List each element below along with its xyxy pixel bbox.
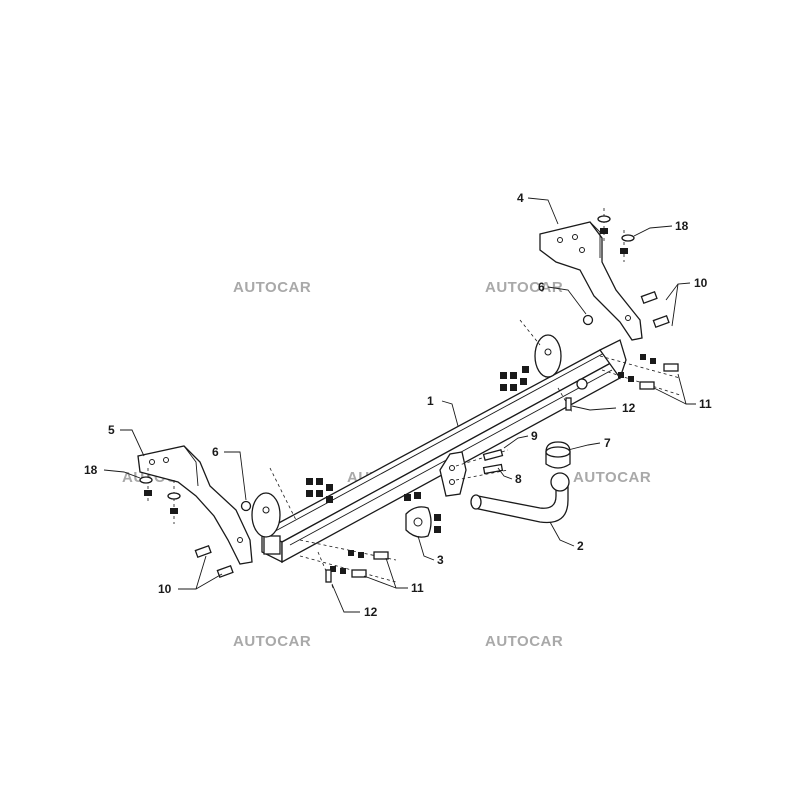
watermark: AUTOCAR: [573, 469, 652, 486]
callout-11-right: 11: [699, 397, 712, 411]
callout-leaders: [103, 197, 696, 613]
watermark: AUTOCAR: [485, 279, 564, 296]
callout-8: 8: [515, 472, 522, 486]
callout-12-left: 12: [364, 605, 378, 619]
left-bracket-part: [137, 445, 253, 565]
callout-6-right: 6: [538, 280, 545, 294]
bracket-4-fasteners: [582, 208, 635, 326]
callout-10-left: 10: [158, 582, 172, 596]
right-mount-plate: [534, 334, 588, 390]
left-nut-cluster: [269, 467, 333, 521]
left-bolt-12: [317, 551, 335, 591]
callout-3: 3: [437, 553, 444, 567]
callout-10-right: 10: [694, 276, 708, 290]
callout-4: 4: [517, 191, 524, 205]
watermark: AUTOCAR: [485, 633, 564, 650]
callout-18-right: 18: [675, 219, 689, 233]
center-mount: [439, 451, 467, 497]
right-bolts-11: [599, 354, 681, 396]
callout-9: 9: [531, 429, 538, 443]
ball-arm-part: [470, 472, 570, 524]
ball-cap-part: [545, 441, 571, 469]
left-bracket-fasteners: [139, 468, 252, 524]
crossbar-part: [260, 339, 627, 564]
callout-2: 2: [577, 539, 584, 553]
callout-12-right: 12: [622, 401, 636, 415]
watermark: AUTOCAR: [233, 633, 312, 650]
callout-18-left: 18: [84, 463, 98, 477]
left-bolts-11: [299, 539, 397, 583]
callout-5: 5: [108, 423, 115, 437]
bolts-8-9: [455, 448, 509, 481]
callout-1: 1: [427, 394, 434, 408]
callout-11-left: 11: [411, 581, 424, 595]
right-bracket-part: [539, 221, 643, 341]
watermark: AUTOCAR: [233, 279, 312, 296]
left-mount-plate: [251, 492, 281, 538]
right-nut-cluster: [500, 319, 541, 391]
callout-7: 7: [604, 436, 611, 450]
right-bolt-12: [557, 387, 573, 413]
socket-plate-part: [404, 492, 441, 538]
callout-6-left: 6: [212, 445, 219, 459]
callout-labels: 1 2 3 4 5 6 6 7 8 9 10 10 11 11 12 12 18…: [84, 191, 712, 619]
right-bolts-10: [640, 290, 670, 328]
